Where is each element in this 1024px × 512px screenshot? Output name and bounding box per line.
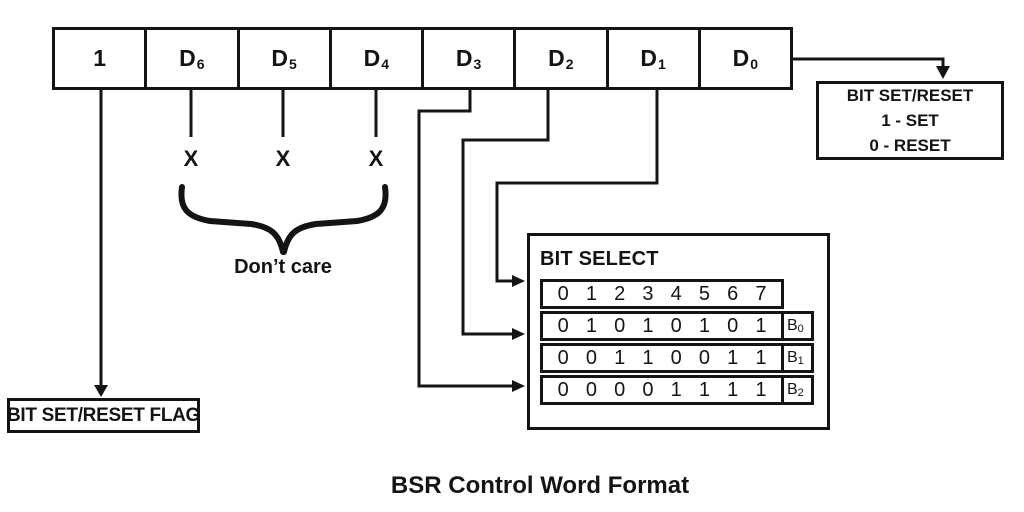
- connector-d3-to-b2: [417, 90, 512, 388]
- bit-cell: 1: [670, 378, 682, 401]
- bit-cell: 4: [670, 282, 682, 305]
- arrowhead-right-header: [512, 275, 525, 287]
- bit-cell: 1: [642, 346, 654, 369]
- row-b2-label-text: B: [787, 381, 798, 398]
- connector-d0-to-setreset: [793, 57, 945, 66]
- bit-cell: 1: [698, 314, 710, 337]
- bit-cell: 3: [642, 282, 654, 305]
- arrowhead-right-b0: [512, 328, 525, 340]
- bit-cell: 1: [614, 346, 626, 369]
- bit-set-reset-box: BIT SET/RESET 1 - SET 0 - RESET: [816, 81, 1004, 160]
- register-cell-1: 1: [93, 45, 107, 71]
- arrowhead-down-setreset: [936, 66, 950, 79]
- bit-set-reset-flag-label: BIT SET/RESET FLAG: [6, 404, 201, 426]
- row-b0-label-sub: 0: [797, 323, 804, 335]
- x-mark-d5: X: [275, 146, 291, 171]
- bit-cell: 1: [642, 314, 654, 337]
- bit-cell: 0: [670, 314, 682, 337]
- x-mark-d6: X: [183, 146, 199, 171]
- bit-cell: 0: [727, 314, 739, 337]
- bit-cell: 5: [698, 282, 710, 305]
- brace-right-half: [281, 184, 389, 255]
- bit-cell: 0: [614, 314, 626, 337]
- bit-cell: 1: [755, 378, 767, 401]
- arrowhead-down-flag: [94, 385, 108, 397]
- bit-cell: 0: [670, 346, 682, 369]
- bit-cell: 0: [698, 346, 710, 369]
- bit-cell: 0: [585, 346, 597, 369]
- brace-left-half: [178, 184, 286, 255]
- bit-cell: 0: [557, 346, 569, 369]
- bit-set-reset-line-reset: 0 - RESET: [869, 136, 951, 155]
- diagram-caption: BSR Control Word Format: [390, 472, 690, 499]
- row-b0-label-text: B: [787, 317, 798, 334]
- bit-cell: 1: [698, 378, 710, 401]
- bit-cell: 1: [755, 314, 767, 337]
- row-b2-label-sub: 2: [797, 387, 804, 399]
- bit-cell: 0: [585, 378, 597, 401]
- bit-cell: 0: [557, 378, 569, 401]
- arrowhead-right-b2: [512, 380, 525, 392]
- bit-cell: 7: [755, 282, 767, 305]
- row-b1-label-text: B: [787, 349, 798, 366]
- bit-cell: 1: [727, 378, 739, 401]
- dont-care-label: Don’t care: [234, 256, 332, 278]
- row-b1-label-sub: 1: [797, 355, 804, 367]
- bit-cell: 6: [727, 282, 739, 305]
- bit-cell: 0: [614, 378, 626, 401]
- bit-set-reset-line-set: 1 - SET: [881, 111, 939, 130]
- bit-cell: 0: [642, 378, 654, 401]
- bit-cell: 1: [727, 346, 739, 369]
- bit-set-reset-title: BIT SET/RESET: [846, 86, 974, 105]
- bit-cell: 1: [585, 314, 597, 337]
- bit-cell: 2: [614, 282, 626, 305]
- x-mark-d4: X: [368, 146, 384, 171]
- bit-select-title: BIT SELECT: [540, 248, 659, 270]
- bit-cell: 0: [557, 282, 569, 305]
- bit-set-reset-flag-box: BIT SET/RESET FLAG: [7, 398, 200, 433]
- bit-cell: 0: [557, 314, 569, 337]
- bit-cell: 1: [755, 346, 767, 369]
- bit-cell: 1: [585, 282, 597, 305]
